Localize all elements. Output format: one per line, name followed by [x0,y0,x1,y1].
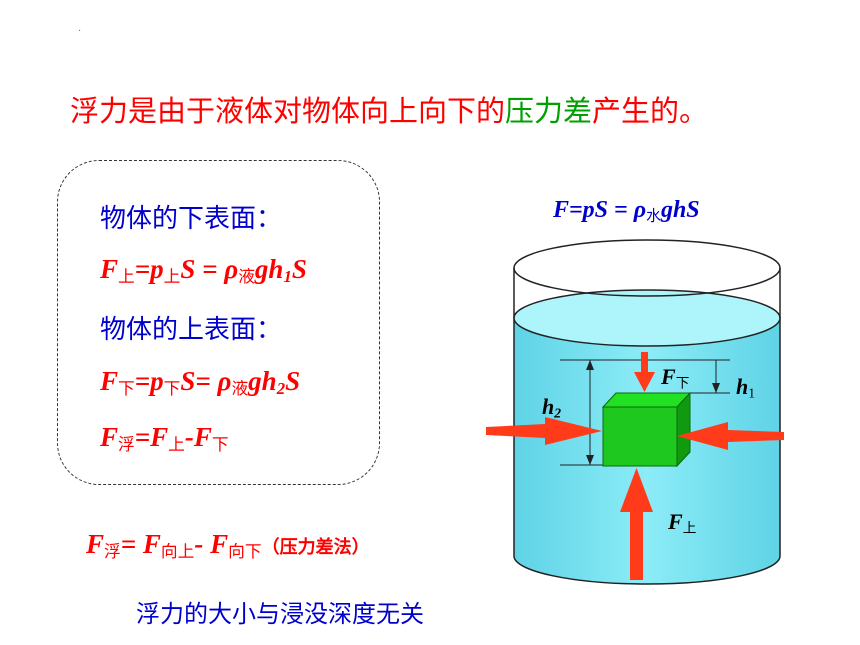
sub-top: 上 [168,434,185,455]
sub-downward: 向下 [228,541,262,562]
arrow-left-side [486,417,602,445]
upper-surface-title: 物体的上表面： [100,315,283,345]
formula-box [57,160,380,485]
formula-buoyancy-difference: F浮=F上-F下 [100,422,229,455]
label-force-down: F下 [661,364,689,391]
method-note: （压力差法） [261,537,370,558]
conclusion-text: 浮力的大小与浸没深度无关 [136,600,424,628]
sub-index: 1 [283,267,292,287]
sub-buoyancy: 浮 [118,434,135,455]
sub-bottom: 下 [118,378,135,399]
page-marker: · [78,26,82,37]
water-surface [513,289,781,347]
symbol-F: F [100,422,119,452]
symbol-h: h [736,374,749,399]
beaker-rim [513,239,781,297]
sub-index: 1 [748,385,756,401]
sub-water: 水 [646,206,661,225]
sub-bottom: 下 [163,378,181,399]
arrow-right-side [677,422,784,450]
formula-main: F=pS = ρ [553,197,647,223]
symbol-rho: S = ρ [180,254,239,284]
symbol-F: F [100,254,119,284]
arrow-up [620,468,653,580]
formula-top-force: F上=p上S = ρ液gh1S [100,254,307,287]
arrow-down [634,352,655,392]
sub-buoyancy: 浮 [104,541,121,562]
symbol-p: =p [134,254,164,284]
formula-bottom-force: F下=p下S= ρ液gh2S [100,366,300,399]
sub-liquid: 液 [231,378,249,399]
symbol-h: h [542,394,555,419]
sub-top: 上 [118,266,135,287]
symbol-gh: gh [248,366,277,396]
symbol-eq-F: =F [134,422,169,452]
symbol-F: F [668,509,683,534]
symbol-S: S [285,366,301,396]
lower-surface-title: 物体的下表面： [100,204,283,234]
symbol-F: F [100,366,119,396]
cube-top [601,392,692,408]
headline: 浮力是由于液体对物体向上向下的压力差产生的。 [70,88,708,130]
headline-part1: 浮力是由于液体对物体向上向下的 [70,94,506,128]
label-h2: h2 [542,394,561,421]
symbol-gh: gh [254,254,284,284]
sub-top: 上 [682,520,697,537]
cube-front [602,406,678,467]
sub-bottom: 下 [211,434,229,455]
headline-part3: 产生的。 [592,94,709,128]
sub-bottom: 下 [675,375,690,392]
sub-liquid: 液 [238,266,255,287]
symbol-minus-F: -F [184,422,212,452]
symbol-F: F [86,529,105,559]
symbol-S: S [291,254,307,284]
sub-upward: 向上 [160,541,195,562]
symbol-p: =p [134,366,164,396]
sub-index: 2 [276,379,286,399]
symbol-F: F [661,364,676,389]
headline-highlight: 压力差 [505,94,593,128]
formula-buoyancy-main: F浮= F向上- F向下（压力差法） [86,529,370,562]
symbol-eq-F: = F [120,529,161,559]
symbol-rho: S= ρ [180,366,232,396]
sub-top: 上 [163,266,181,287]
formula-tail: ghS [660,197,700,223]
formula-pressure-force: F=pS = ρ水ghS [553,197,700,226]
symbol-minus-F: - F [194,529,229,559]
sub-index: 2 [554,405,562,421]
label-force-up: F上 [668,509,696,536]
beaker-diagram [486,239,784,585]
label-h1: h1 [736,374,755,401]
